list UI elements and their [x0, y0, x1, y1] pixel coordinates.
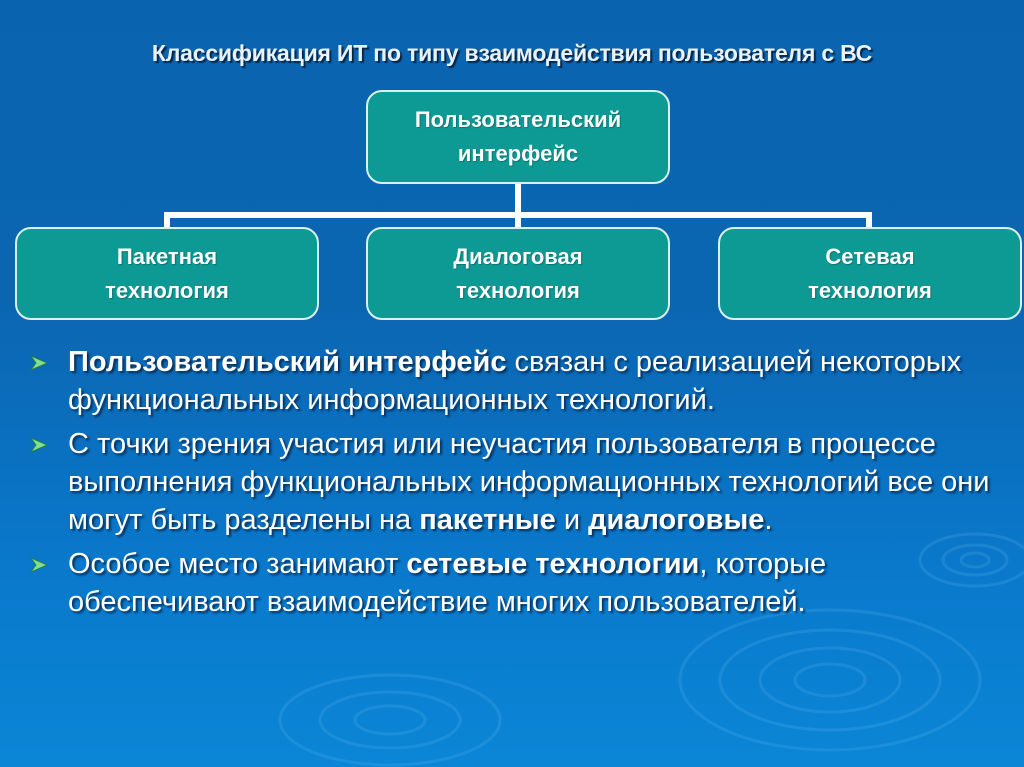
connector-right-drop: [866, 212, 872, 228]
bullet-text: и: [555, 504, 589, 536]
bullet-list: Пользовательский интерфейс связан с реал…: [30, 343, 1020, 627]
bullet-item-network: Особое место занимают сетевые технологии…: [30, 545, 1020, 621]
connector-vertical-root: [515, 184, 521, 214]
bullet-text: связан с реализацией некоторых функциона…: [68, 346, 962, 416]
node-label-line2: технология: [105, 277, 229, 303]
node-label-line1: Пользовательский: [414, 107, 622, 132]
node-network-technology: Сетевая технология: [718, 227, 1022, 320]
bullet-text: , которые обеспечивают взаимодействие мн…: [68, 548, 827, 618]
bullet-text-bold: диалоговые: [588, 504, 765, 536]
arrow-bullet-icon: [30, 355, 48, 371]
bullet-text-bold: Пользовательский интерфейс: [68, 346, 507, 378]
bullet-text: С точки зрения участия или неучастия пол…: [68, 428, 990, 536]
bullet-text-bold: пакетные: [419, 504, 556, 536]
connector-left-drop: [164, 212, 170, 228]
arrow-bullet-icon: [30, 437, 48, 453]
node-label-line1: Сетевая: [825, 243, 915, 269]
bullet-item-interface: Пользовательский интерфейс связан с реал…: [30, 343, 1020, 419]
node-user-interface: Пользовательский интерфейс: [366, 90, 670, 184]
arrow-bullet-icon: [30, 557, 48, 573]
bullet-text: Особое место занимают: [68, 548, 407, 580]
node-batch-technology: Пакетная технология: [15, 227, 319, 320]
node-label-line1: Диалоговая: [453, 243, 583, 269]
slide-title: Классификация ИТ по типу взаимодействия …: [151, 40, 873, 66]
node-label-line2: интерфейс: [457, 141, 579, 166]
connector-center-drop: [515, 212, 521, 228]
bullet-item-participation: С точки зрения участия или неучастия пол…: [30, 425, 1020, 539]
node-label-line2: технология: [456, 277, 580, 303]
node-label-line1: Пакетная: [116, 243, 218, 269]
bullet-text-bold: сетевые технологии: [406, 548, 700, 580]
bullet-text: .: [764, 504, 773, 536]
node-dialog-technology: Диалоговая технология: [366, 227, 670, 320]
node-label-line2: технология: [808, 277, 932, 303]
